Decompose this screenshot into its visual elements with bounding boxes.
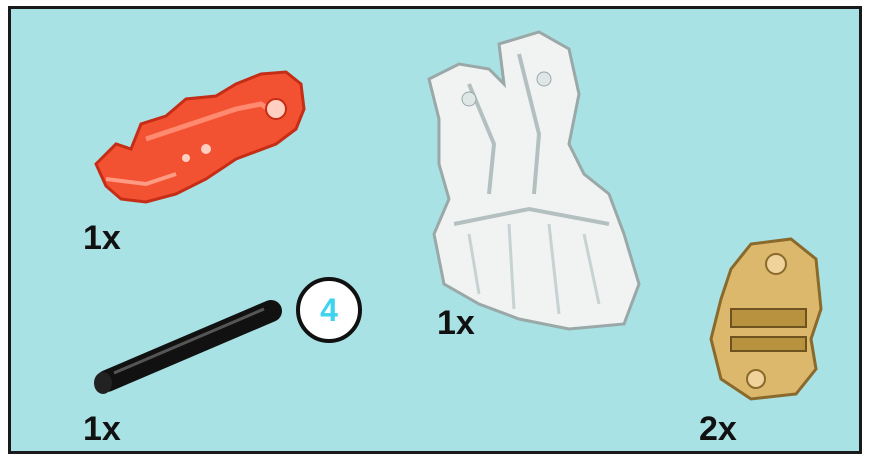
- black-axle-part: [89, 289, 289, 399]
- parts-list-panel: 1x 1x 1x 4 2x: [8, 6, 862, 454]
- white-armor-quantity: 1x: [437, 306, 475, 340]
- tan-connector-part: [701, 229, 831, 409]
- red-connector-quantity: 1x: [83, 221, 121, 255]
- white-armor-part: [409, 24, 649, 334]
- axle-length-badge: 4: [296, 277, 362, 343]
- black-axle-quantity: 1x: [83, 412, 121, 446]
- red-connector-part: [86, 54, 326, 224]
- tan-connector-quantity: 2x: [699, 412, 737, 446]
